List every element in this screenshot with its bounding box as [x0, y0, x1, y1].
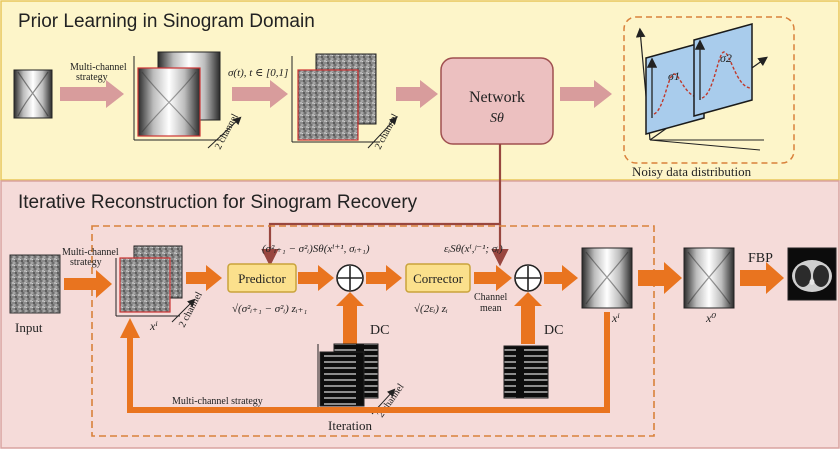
dc-label-left: DC: [370, 323, 389, 338]
predictor-noise-term: √(σ²ᵢ₊₁ − σ²ᵢ) zᵢ₊₁: [232, 303, 307, 315]
corrector-noise-term: √(2εᵢ) zᵢ: [414, 303, 448, 315]
dc-measured-sinogram-right: [503, 345, 549, 399]
predictor-label: Predictor: [238, 271, 286, 286]
input-image: [9, 254, 61, 314]
corrector-label: Corrector: [413, 271, 463, 286]
bottom-multichannel-strategy-label: Multi-channel strategy: [172, 396, 263, 407]
predictor-score-term: (σ²ᵢ₊₁ − σ²ᵢ)Sθ(xⁱ⁺¹, σᵢ₊₁): [262, 243, 370, 255]
network-symbol: Sθ: [490, 111, 504, 126]
top-channel-axis-1: [207, 116, 242, 149]
x0-label: x⁰: [705, 311, 716, 325]
top-noisy-sinograms: [291, 53, 380, 143]
xi-input-label: xⁱ: [149, 319, 158, 333]
network-to-predictor-line: [261, 144, 502, 267]
top-arrow-3: [396, 80, 438, 108]
dc-arrow-2: [514, 292, 542, 344]
input-arrow: [64, 270, 112, 298]
top-arrow-1: [60, 80, 124, 108]
sigma1-label: σ1: [668, 69, 680, 83]
output-to-x0-arrow: [638, 262, 682, 294]
channel-mean-line1: Channel: [474, 292, 508, 303]
network-box: [440, 57, 554, 145]
xi-channel-axis: [171, 298, 196, 323]
x0-sinogram: [683, 247, 735, 309]
predictor-to-sum-arrow: [298, 265, 334, 291]
xi-output-label: xⁱ: [611, 311, 620, 325]
dc-measured-sinograms-left: [317, 343, 382, 409]
sum-node-1: [336, 264, 364, 292]
channel-mean-line2: mean: [480, 303, 502, 314]
xi-two-channel-images: [115, 245, 183, 317]
bottom-multichannel-line2: strategy: [70, 257, 102, 268]
fbp-arrow: [740, 262, 784, 294]
iteration-feedback-loop: [127, 312, 610, 413]
bottom-panel-title: Iterative Reconstruction for Sinogram Re…: [18, 192, 418, 213]
network-label: Network: [469, 89, 525, 106]
noise-scale-planes: [635, 23, 768, 151]
noisy-distribution-box: [623, 16, 795, 164]
top-panel-title: Prior Learning in Sinogram Domain: [18, 11, 315, 32]
noisy-distribution-caption: Noisy data distribution: [632, 164, 752, 179]
iteration-dashed-box: [91, 225, 655, 437]
corrector-box: [405, 263, 471, 293]
top-arrow-2: [232, 80, 288, 108]
predictor-box: [227, 263, 297, 293]
reconstructed-ct-image: [787, 247, 837, 301]
iteration-label: Iteration: [328, 418, 373, 433]
top-input-sinogram: [13, 69, 53, 119]
top-arrow-4: [560, 80, 612, 108]
corrector-score-term: εᵢSθ(xⁱ,ʲ⁻¹; σᵢ): [444, 243, 503, 255]
top-channel-axis-2: [367, 116, 398, 149]
xi-to-predictor-arrow: [186, 265, 222, 291]
sum-to-corrector-arrow: [366, 265, 402, 291]
fbp-label: FBP: [748, 251, 773, 266]
top-multichannel-line2: strategy: [76, 72, 108, 83]
top-multichannel-line1: Multi-channel: [70, 62, 127, 73]
corrector-to-sum-arrow: [474, 265, 512, 291]
sum-node-2: [514, 264, 542, 292]
sum-to-output-arrow: [544, 265, 578, 291]
bottom-multichannel-line1: Multi-channel: [62, 247, 119, 258]
top-sigma-schedule: σ(t), t ∈ [0,1]: [228, 67, 288, 79]
input-label: Input: [15, 320, 43, 335]
dc-label-right: DC: [544, 323, 563, 338]
top-two-channel-sinograms: [133, 51, 221, 141]
sigma2-label: σ2: [720, 51, 732, 65]
xi-output-sinogram: [581, 247, 633, 309]
iteration-feedback-arrowhead: [120, 318, 140, 338]
dc-arrow-1: [336, 292, 364, 344]
